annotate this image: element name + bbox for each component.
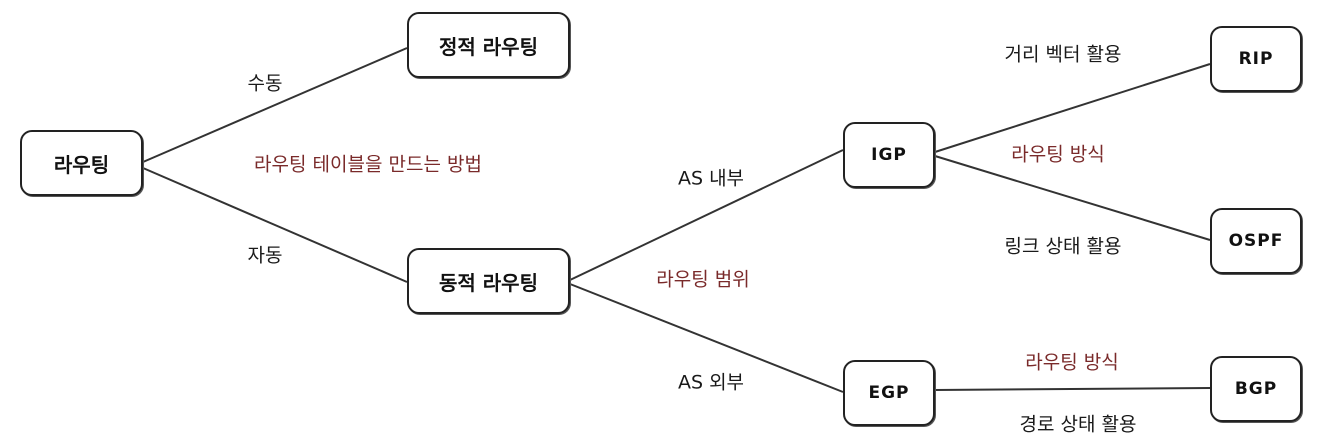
label-as-external: AS 외부 <box>677 371 745 394</box>
edge-igp-rip <box>934 63 1211 153</box>
label-routing-method-igp: 라우팅 방식 <box>1011 143 1105 166</box>
label-routing-scope: 라우팅 범위 <box>656 268 750 291</box>
node-static-routing: 정적 라우팅 <box>407 12 570 78</box>
label-path-state: 경로 상태 활용 <box>1019 413 1137 436</box>
label-routing-method-egp: 라우팅 방식 <box>1025 351 1119 374</box>
node-rip: RIP <box>1210 26 1302 92</box>
label-manual: 수동 <box>247 72 283 95</box>
node-routing: 라우팅 <box>20 130 143 196</box>
edge-routing-static <box>142 47 408 163</box>
label-automatic: 자동 <box>247 244 283 267</box>
edge-dynamic-igp <box>569 149 844 281</box>
label-as-internal: AS 내부 <box>677 167 745 190</box>
edge-igp-ospf <box>934 155 1211 241</box>
label-distance-vector: 거리 벡터 활용 <box>1004 43 1122 66</box>
label-link-state: 링크 상태 활용 <box>1004 235 1122 258</box>
node-igp: IGP <box>843 122 935 188</box>
label-table-method: 라우팅 테이블을 만드는 방법 <box>254 153 482 176</box>
node-egp: EGP <box>843 360 935 426</box>
node-ospf: OSPF <box>1210 208 1302 274</box>
node-bgp: BGP <box>1210 356 1302 422</box>
edge-routing-dynamic <box>142 167 408 283</box>
edge-egp-bgp <box>934 387 1211 391</box>
node-dynamic-routing: 동적 라우팅 <box>407 248 570 314</box>
edge-dynamic-egp <box>569 283 844 393</box>
